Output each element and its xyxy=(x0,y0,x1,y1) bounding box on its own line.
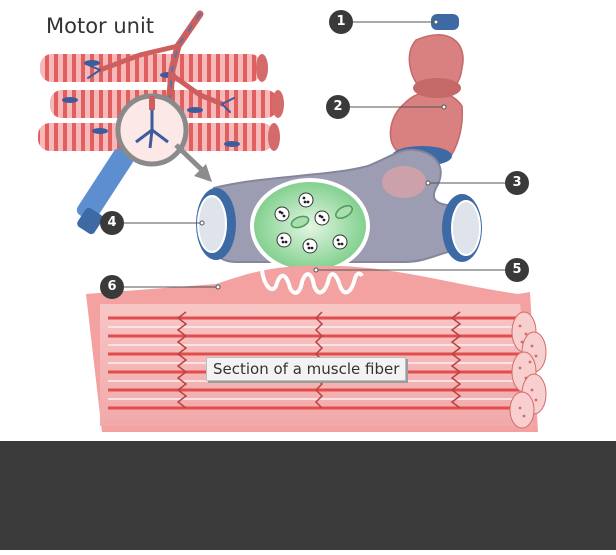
myelin-cross-section-right xyxy=(442,194,482,262)
zoom-arrow-head-icon xyxy=(194,164,212,182)
bottom-bar xyxy=(0,441,616,550)
marker-5[interactable]: 5 xyxy=(505,258,529,282)
myofibril-cross-section xyxy=(509,311,547,429)
motor-unit-inset xyxy=(38,10,284,235)
figure-title: Motor unit xyxy=(46,14,155,38)
motor-neuron-axon xyxy=(85,10,235,124)
zoom-arrow-icon xyxy=(174,143,204,172)
marker-4[interactable]: 4 xyxy=(100,211,124,235)
muscle-fiber-section xyxy=(86,266,547,432)
marker-6[interactable]: 6 xyxy=(100,275,124,299)
marker-2[interactable]: 2 xyxy=(326,95,350,119)
marker-1[interactable]: 1 xyxy=(329,10,353,34)
synaptic-vesicle-area xyxy=(250,178,370,274)
myelin-cross-section-left xyxy=(196,188,236,260)
magnifying-glass-icon xyxy=(76,93,189,235)
marker-3[interactable]: 3 xyxy=(505,171,529,195)
nerve-fiber xyxy=(389,14,464,166)
leader-dots xyxy=(199,19,447,290)
section-caption: Section of a muscle fiber xyxy=(206,357,407,381)
leader-lines xyxy=(124,21,508,288)
